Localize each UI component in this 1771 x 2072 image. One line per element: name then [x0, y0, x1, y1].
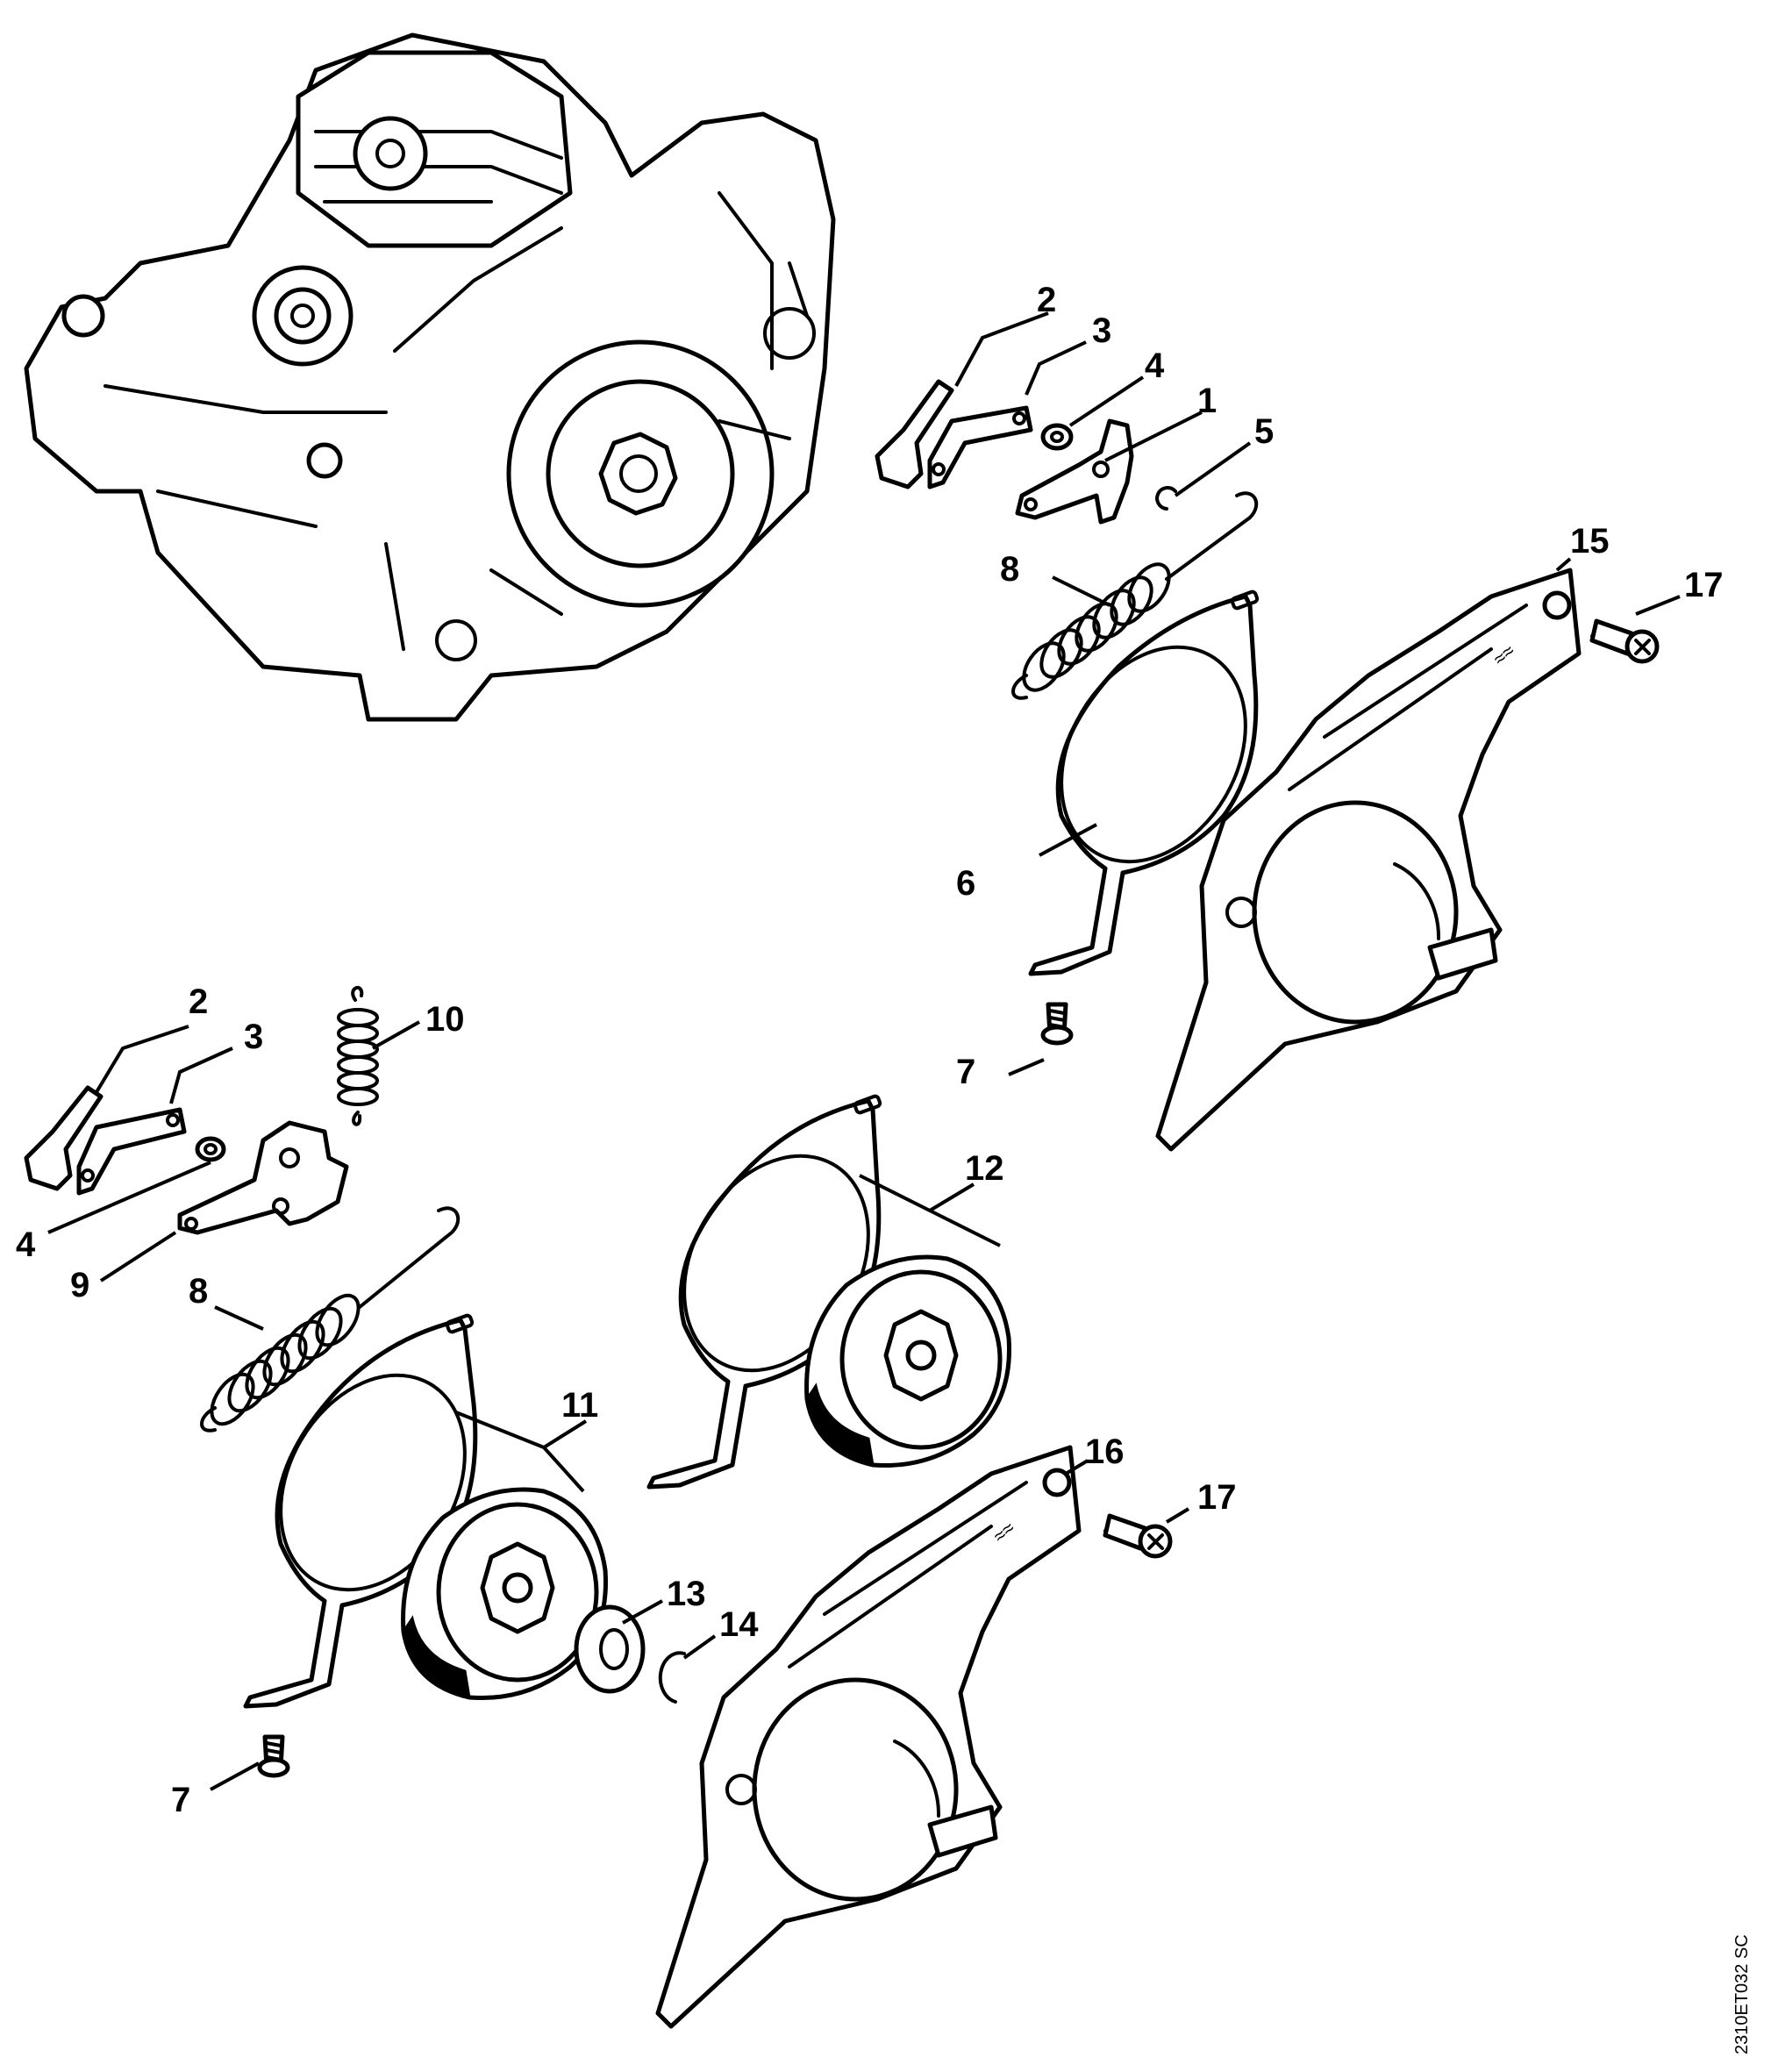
callout-c4b: 4 [16, 1225, 36, 1264]
callout-c17a: 17 [1684, 566, 1724, 604]
callout-c9: 9 [70, 1266, 89, 1304]
tension-spring-part-8-upper [1011, 491, 1259, 700]
callout-c3b: 3 [244, 1018, 263, 1056]
circlip-part-14 [658, 1651, 686, 1704]
callout-c4a: 4 [1145, 347, 1165, 385]
screw-part-7-upper [1040, 1002, 1074, 1046]
screw-part-7-lower [257, 1734, 290, 1778]
callout-c8b: 8 [189, 1272, 208, 1311]
lever-part-3-upper [927, 405, 1033, 489]
lever-part-3-lower [76, 1107, 187, 1196]
screw-part-17-upper [1589, 618, 1660, 664]
tension-spring-part-8-lower [200, 1206, 461, 1433]
callout-c12: 12 [965, 1149, 1004, 1188]
callout-c1: 1 [1197, 382, 1217, 420]
lever-part-2-lower [24, 1085, 104, 1191]
leader-lines [47, 311, 1681, 1791]
callout-c8a: 8 [1000, 550, 1019, 589]
lever-part-2-upper [875, 379, 954, 489]
screw-part-17-lower [1103, 1513, 1173, 1559]
sprocket-drum-part-12-set [804, 1254, 1011, 1468]
callout-c6: 6 [956, 864, 975, 903]
brake-lever-part-9 [177, 1120, 349, 1235]
washer-part-4-upper [1040, 423, 1074, 451]
callout-c2a: 2 [1037, 281, 1056, 319]
brake-lever-part-1 [1015, 418, 1134, 525]
callout-c7b: 7 [171, 1781, 190, 1819]
callout-labels: 1 2 3 4 5 6 7 8 15 17 2 3 4 9 10 8 11 12… [16, 281, 1724, 1819]
callout-c5: 5 [1254, 412, 1274, 451]
tension-spring-part-10 [337, 986, 379, 1126]
callout-c7a: 7 [956, 1053, 975, 1091]
chain-sprocket-cover-part-15: ≈≈ [1155, 568, 1582, 1152]
sprocket-drum-part-11-set [401, 1487, 608, 1701]
callout-c3a: 3 [1092, 311, 1111, 350]
circlip-part-5 [1155, 486, 1177, 511]
callout-c15: 15 [1570, 522, 1610, 561]
callout-c13: 13 [667, 1575, 706, 1613]
callout-c2b: 2 [189, 982, 208, 1021]
callout-c17b: 17 [1197, 1478, 1237, 1517]
drawing-code: 2310ET032 SC [1732, 1934, 1752, 2054]
engine-housing-illustration [24, 32, 836, 722]
callout-c10: 10 [425, 1000, 465, 1039]
washer-part-13 [574, 1604, 646, 1694]
washer-part-4-lower [195, 1136, 226, 1162]
brake-band-part-6 [1028, 589, 1260, 976]
callout-c16: 16 [1085, 1433, 1125, 1471]
callout-c11: 11 [561, 1386, 598, 1425]
callout-c14: 14 [719, 1605, 759, 1644]
chain-sprocket-cover-part-16: ≈≈ [655, 1445, 1082, 2029]
